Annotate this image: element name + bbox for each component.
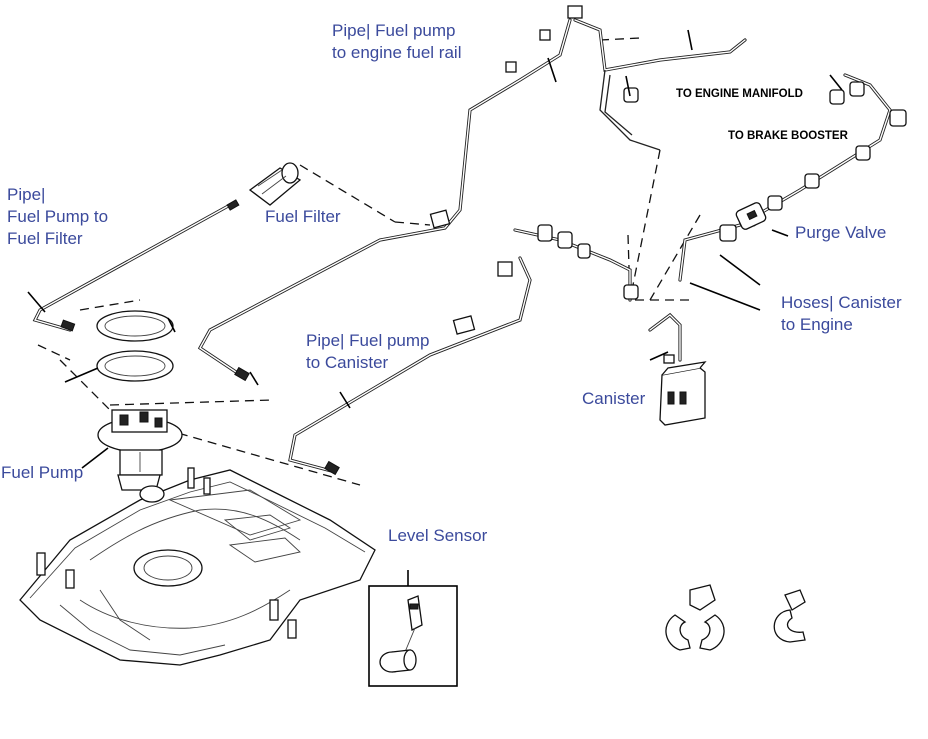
label-fuel-filter: Fuel Filter — [265, 207, 341, 226]
fuel-pipes — [32, 18, 892, 474]
fuel-tank — [19, 467, 376, 666]
level-sensor-box — [368, 585, 458, 687]
label-fuel-pump: Fuel Pump — [1, 463, 84, 482]
label-purge-valve: Purge Valve — [795, 223, 887, 242]
label-hoses-canister-engine: Hoses| Canister to Engine — [781, 293, 902, 334]
label-to-brake-booster: TO BRAKE BOOSTER — [728, 130, 848, 142]
label-level-sensor: Level Sensor — [388, 526, 488, 545]
label-pipe-canister: Pipe| Fuel pump to Canister — [306, 331, 430, 372]
purge-valve — [735, 202, 767, 230]
leader-lines — [27, 29, 843, 586]
dashed-guide-lines — [37, 37, 701, 486]
fuel-pump-assembly — [96, 310, 183, 503]
label-pipe-fuel-filter: Pipe| Fuel Pump to Fuel Filter — [7, 185, 109, 248]
canister — [659, 354, 707, 426]
label-canister: Canister — [582, 389, 646, 408]
fuel-filter — [60, 162, 302, 332]
label-to-engine-manifold: TO ENGINE MANIFOLD — [676, 88, 803, 100]
clip-details — [665, 584, 806, 651]
label-pipe-fuel-rail: Pipe| Fuel pump to engine fuel rail — [332, 21, 462, 62]
